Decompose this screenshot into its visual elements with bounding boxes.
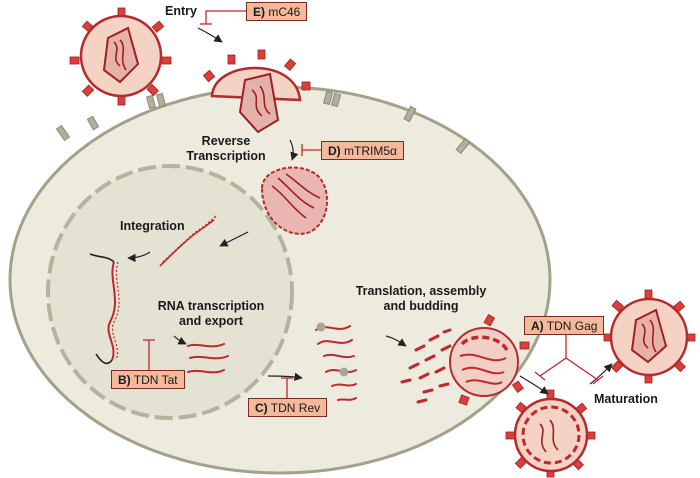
budding-virion — [449, 313, 530, 406]
inhibitor-c-tag: C) — [255, 401, 268, 415]
label-rna-transcription: RNA transcription and export — [146, 299, 276, 329]
inhibitor-e-tag: E) — [253, 5, 265, 19]
viral-dna — [159, 215, 217, 267]
inhibitor-d-tag: D) — [328, 144, 341, 158]
fusing-virion — [202, 49, 311, 134]
label-entry: Entry — [165, 4, 197, 18]
ribosome-1 — [316, 322, 326, 332]
inhibitor-d-name: mTRIM5α — [344, 144, 397, 158]
label-reverse-transcription-line1: Reverse — [201, 134, 251, 148]
label-reverse-transcription-line2: Transcription — [186, 149, 266, 163]
membrane-proteins — [55, 90, 471, 154]
label-translation-line1: Translation, assembly — [355, 284, 487, 298]
mature-virion — [603, 289, 696, 384]
label-rna-line1: RNA transcription — [157, 299, 265, 313]
label-rna-line2: and export — [179, 314, 243, 328]
assembly-fragments — [400, 328, 452, 404]
inhibitor-c-name: TDN Rev — [270, 401, 321, 415]
uncoating-capsid — [260, 166, 329, 235]
inhibitor-e-name: mC46 — [268, 5, 301, 19]
inhibitor-c-box: C) TDN Rev — [248, 398, 328, 417]
inhibitor-a-tag: A) — [531, 319, 544, 333]
nucleus — [46, 164, 294, 420]
incoming-virion — [69, 7, 172, 106]
flow-arrows — [127, 27, 613, 395]
inhibitor-d-box: D) mTRIM5α — [321, 141, 404, 160]
label-reverse-transcription: Reverse Transcription — [176, 134, 276, 164]
ribosome-2 — [339, 367, 349, 377]
label-translation: Translation, assembly and budding — [346, 284, 496, 314]
inhibitor-a-name: TDN Gag — [546, 319, 598, 333]
label-integration: Integration — [120, 219, 185, 233]
exported-mrna — [187, 343, 229, 374]
inhibitor-a-box: A) TDN Gag — [524, 316, 605, 335]
label-maturation: Maturation — [594, 392, 658, 406]
integrated-provirus — [89, 253, 120, 365]
inhibitor-b-name: TDN Tat — [133, 373, 178, 387]
inhibitor-e-box: E) mC46 — [246, 2, 308, 21]
label-translation-line2: and budding — [383, 299, 459, 313]
inhibitor-b-tag: B) — [118, 373, 131, 387]
inhibitor-b-box: B) TDN Tat — [111, 370, 185, 389]
immature-virion — [505, 389, 596, 478]
